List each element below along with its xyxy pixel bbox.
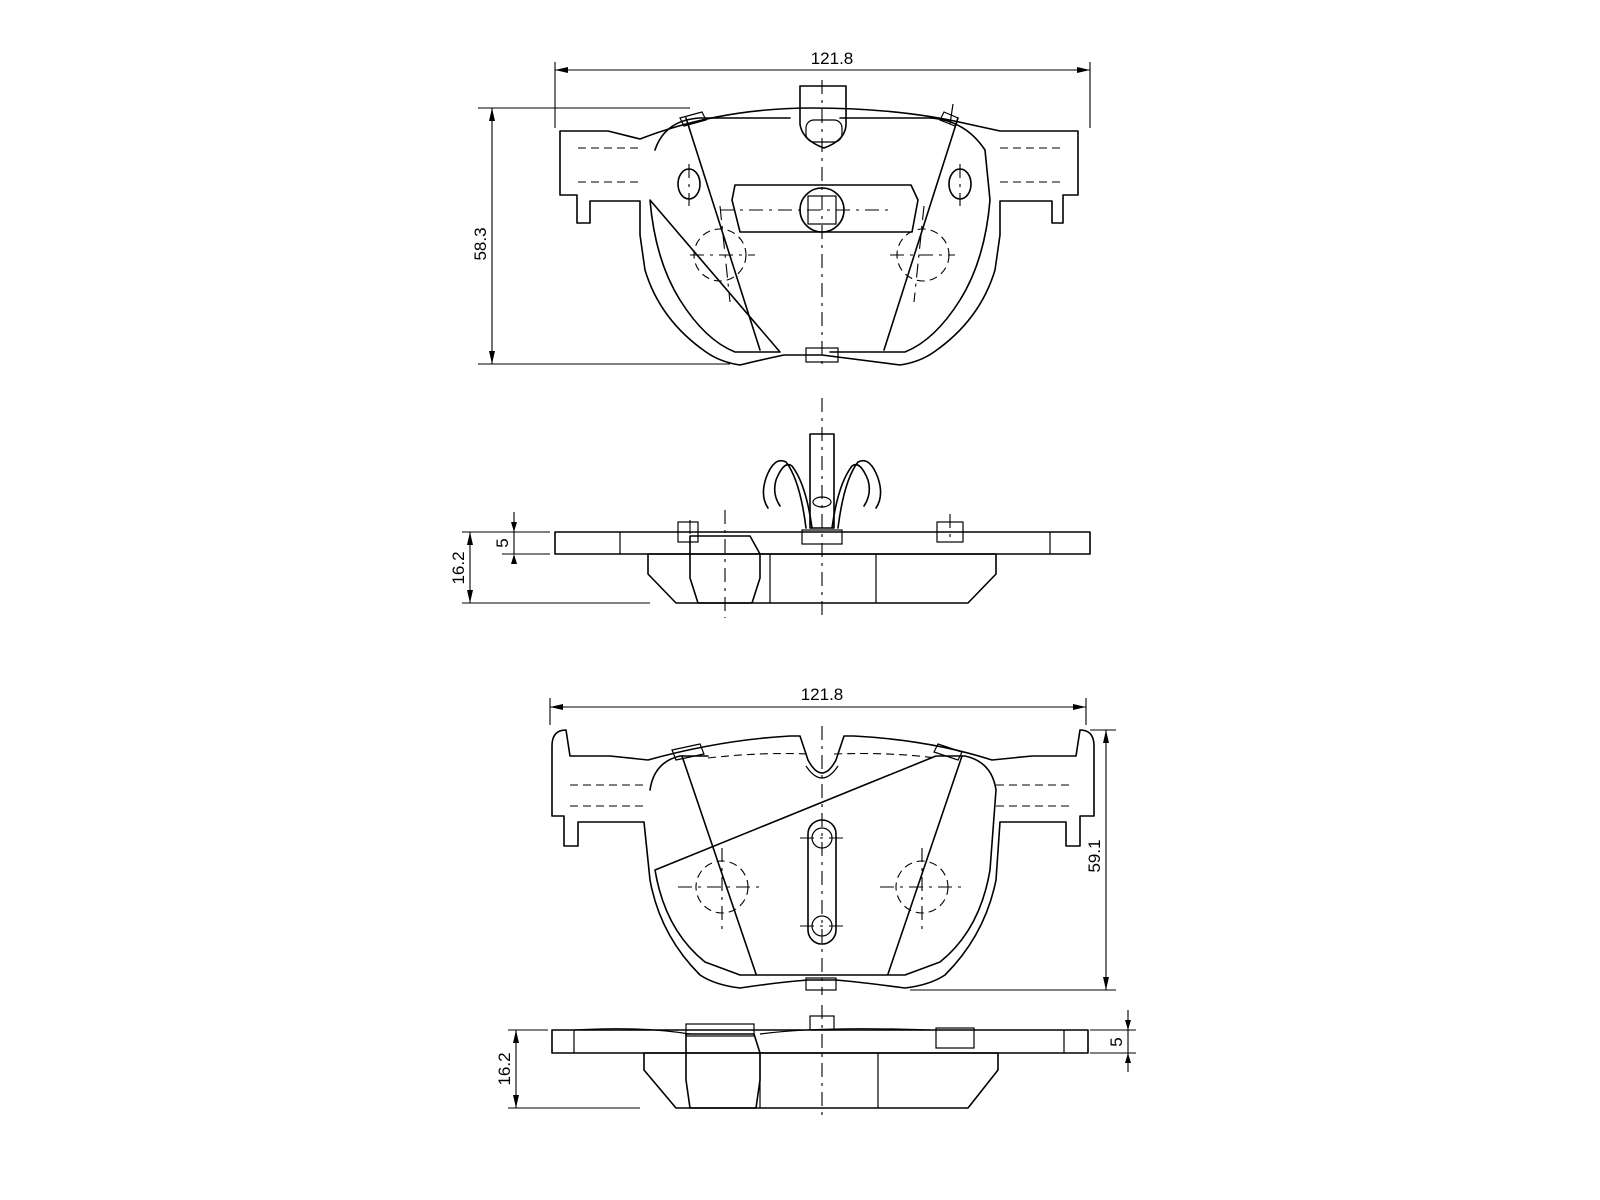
top-thickness-label: 16.2 [449, 551, 468, 584]
dim-bottom-side: 16.2 5 [495, 1010, 1136, 1109]
dim-bottom-height: 59.1 [910, 729, 1116, 991]
bottom-thickness-label: 16.2 [495, 1052, 514, 1085]
bottom-backplate-label: 5 [1107, 1037, 1126, 1046]
dim-top-width: 121.8 [554, 49, 1091, 128]
pad-1-side-view [554, 398, 1091, 620]
dim-top-height: 58.3 [471, 107, 730, 365]
top-width-label: 121.8 [811, 49, 854, 68]
pad-1-front-view [559, 80, 1079, 368]
bottom-width-label: 121.8 [801, 685, 844, 704]
bottom-height-label: 59.1 [1085, 839, 1104, 872]
dim-top-side: 16.2 5 [449, 512, 650, 604]
pad-2-side-view [551, 1005, 1089, 1120]
pad-2-front-view [551, 726, 1095, 995]
dim-bottom-width: 121.8 [549, 685, 1087, 725]
top-height-label: 58.3 [471, 227, 490, 260]
top-backplate-label: 5 [493, 538, 512, 547]
